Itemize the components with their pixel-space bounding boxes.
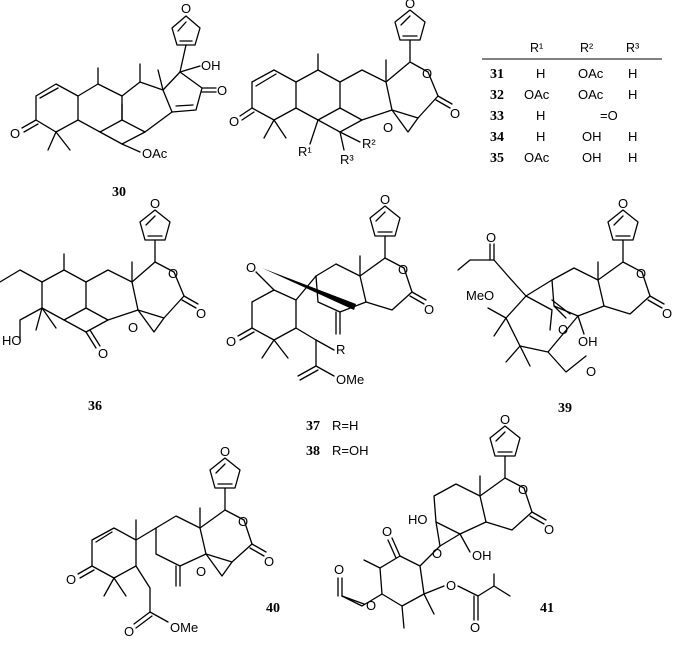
compound-36-label: 36 <box>88 399 102 414</box>
compound-37-r-note: R=H <box>332 418 358 433</box>
ester-carbonyl-oxygen-label: O <box>124 624 134 639</box>
r2-label: R² <box>362 136 376 151</box>
compound-40-structure: O O O O O O OMe 40 <box>66 444 280 639</box>
table-cell-r1: OAc <box>524 150 550 165</box>
methoxy-label: MeO <box>466 288 494 303</box>
table-cell-r3: H <box>628 150 637 165</box>
table-cell-r2: OH <box>582 129 602 144</box>
ester-carbonyl-oxygen-label: O <box>470 620 480 635</box>
compound-39-label: 39 <box>558 401 572 416</box>
methoxy-oxygen-label: O <box>366 598 376 613</box>
table-cell-r1: H <box>536 108 545 123</box>
table-row-id: 34 <box>490 130 504 145</box>
lactone-ring-oxygen-label: O <box>398 262 408 277</box>
table-cell-r2: OAc <box>578 66 604 81</box>
hydroxyl-2-label: OH <box>472 548 492 563</box>
r1-label: R¹ <box>298 144 312 159</box>
table-row-id: 32 <box>490 88 504 103</box>
table-cell-r2: OH <box>582 150 602 165</box>
epoxide-oxygen-label: O <box>383 120 393 135</box>
compound-37-38-structure: O O O O O R OMe 37 R=H 38 R=OH <box>226 192 434 459</box>
compound-30-structure: O O OH O OAc 30 <box>10 1 227 200</box>
lactone-carbonyl-oxygen-label: O <box>662 306 672 321</box>
table-cell-r3: H <box>628 129 637 144</box>
ester-carbonyl-oxygen-label: O <box>486 230 496 245</box>
hydroxyl-label: OH <box>578 334 598 349</box>
lactone-ring-oxygen-label: O <box>422 66 432 81</box>
ketone-oxygen-label: O <box>382 524 392 539</box>
ketone-oxygen-label: O <box>98 346 108 361</box>
compound-38-r-note: R=OH <box>332 443 368 458</box>
table-cell-r1: H <box>536 129 545 144</box>
lactone-ring-oxygen-label: O <box>168 266 178 281</box>
table-cell-r3: H <box>628 66 637 81</box>
furan-oxygen-label: O <box>618 196 628 211</box>
epoxide-oxygen-label: O <box>128 320 138 335</box>
lactone-ring-oxygen-label: O <box>238 514 248 529</box>
hydroxyl-label: HO <box>2 333 22 348</box>
lactone-carbonyl-oxygen-label: O <box>264 554 274 569</box>
r3-label: R³ <box>340 152 354 167</box>
furan-oxygen-label: O <box>405 0 415 11</box>
hydroxyl-label: HO <box>408 512 428 527</box>
ketone-oxygen-label: O <box>66 572 76 587</box>
ring-oxygen-1-label: O <box>432 546 442 561</box>
furan-oxygen-label: O <box>220 444 230 459</box>
methoxy-label: OMe <box>170 620 198 635</box>
table-cell-r1: OAc <box>524 87 550 102</box>
table-row-id: 33 <box>490 109 504 124</box>
lactone-ring-oxygen-label: O <box>636 266 646 281</box>
compound-31-35-structure: O O O O O R¹ R² R³ <box>229 0 460 167</box>
ketone-oxygen-label: O <box>217 83 227 98</box>
methoxy-label: OMe <box>336 372 364 387</box>
table-row-id: 35 <box>490 151 504 166</box>
table-cell-r3: H <box>628 87 637 102</box>
compound-40-label: 40 <box>266 601 280 616</box>
compound-38-label: 38 <box>306 444 320 459</box>
table-cell-r2: =O <box>600 108 618 123</box>
compound-41-structure: O O O HO OH O O O O O O 41 <box>334 412 554 635</box>
ketone-oxygen-label: O <box>226 334 236 349</box>
acetate-label: OAc <box>142 146 168 161</box>
furan-oxygen-label: O <box>150 196 160 211</box>
lactone-carbonyl-oxygen-label: O <box>196 306 206 321</box>
lactone-ring-oxygen-label: O <box>518 482 528 497</box>
ester-2-carbonyl-oxygen-label: O <box>334 562 344 577</box>
compound-39-structure: O O O OH O O O MeO 39 <box>457 196 672 416</box>
lactone-carbonyl-oxygen-label: O <box>544 522 554 537</box>
compound-37-label: 37 <box>306 419 320 434</box>
compound-36-structure: O O O O O HO 36 <box>0 196 206 414</box>
ketone-oxygen-label: O <box>229 114 239 129</box>
substituent-table: R¹ R² R³ 31 H OAc H 32 OAc OAc H 33 H =O… <box>482 41 662 166</box>
compound-41-label: 41 <box>540 601 554 616</box>
furan-oxygen-label: O <box>380 192 390 207</box>
bridge-oxygen-label: O <box>586 364 596 379</box>
table-header-r1: R¹ <box>530 41 543 55</box>
table-cell-r2: OAc <box>578 87 604 102</box>
hydroxyl-label: OH <box>201 58 221 73</box>
furan-oxygen-label: O <box>500 412 510 427</box>
table-row-id: 31 <box>490 67 504 82</box>
epoxide-oxygen-label: O <box>196 564 206 579</box>
a-ring-ketone-oxygen-label: O <box>10 126 20 141</box>
lactone-carbonyl-oxygen-label: O <box>450 106 460 121</box>
table-header-r3: R³ <box>626 41 639 55</box>
ketone-oxygen-label: O <box>558 322 568 337</box>
furan-oxygen-label: O <box>181 1 191 16</box>
table-header-r2: R² <box>580 41 593 55</box>
bridge-oxygen-label: O <box>246 260 256 275</box>
r-group-label: R <box>336 342 345 357</box>
compound-30-label: 30 <box>112 185 126 200</box>
table-cell-r1: H <box>536 66 545 81</box>
ring-oxygen-2-label: O <box>446 578 456 593</box>
lactone-carbonyl-oxygen-label: O <box>424 302 434 317</box>
